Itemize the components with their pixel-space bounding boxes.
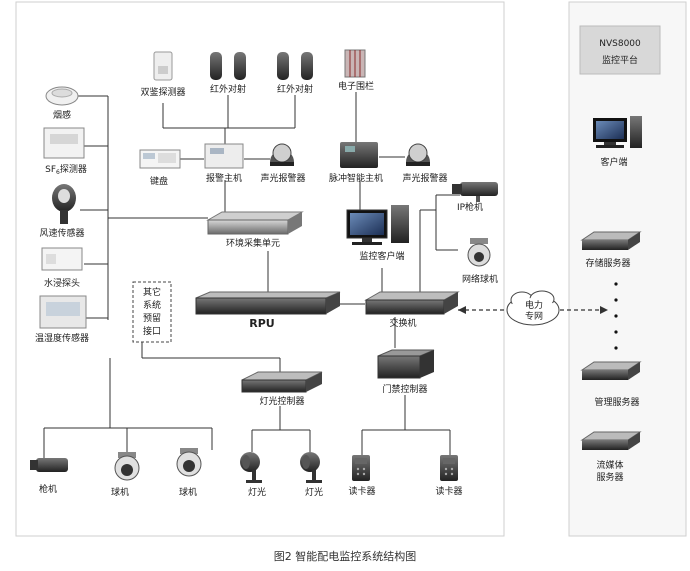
- light-1-icon: [240, 452, 262, 483]
- platform-subtitle: 监控平台: [602, 54, 638, 66]
- stream-media-server-icon: [580, 431, 642, 450]
- monitor-client-label: 监控客户端: [359, 250, 404, 262]
- sf6-detector-label: SF6探测器: [45, 163, 87, 176]
- storage-server-label: 存储服务器: [585, 257, 630, 269]
- water-probe-icon: [41, 247, 83, 271]
- other-system-line-3: 预留: [143, 312, 161, 324]
- temp-humidity-sensor-label: 温湿度传感器: [35, 332, 89, 344]
- siren-2-icon: [406, 143, 430, 166]
- ir-beam-1-label: 红外对射: [210, 83, 246, 95]
- ip-camera-icon: [452, 182, 498, 202]
- client-pc-icon: [593, 116, 642, 148]
- other-system-interface-box: [132, 281, 172, 343]
- temp-humidity-sensor-icon: [39, 295, 87, 329]
- other-system-line-4: 接口: [143, 325, 161, 337]
- smoke-detector-icon: [45, 86, 79, 106]
- rpu-icon: [195, 291, 341, 315]
- connection-lines: [43, 92, 608, 458]
- env-collection-unit-icon: [206, 211, 304, 235]
- light-controller-label: 灯光控制器: [259, 395, 304, 407]
- electronic-fence-icon: [344, 49, 366, 78]
- siren-1-label: 声光报警器: [260, 172, 305, 184]
- smoke-detector-label: 烟感: [53, 109, 71, 121]
- card-reader-1-label: 读卡器: [348, 485, 375, 497]
- power-network-cloud-icon: [506, 290, 560, 326]
- platform-title: NVS8000: [599, 39, 641, 49]
- water-probe-label: 水浸探头: [44, 277, 80, 289]
- electronic-fence-label: 电子围栏: [338, 80, 374, 92]
- platform-title-box: [579, 25, 661, 75]
- ir-beam-2-label: 红外对射: [277, 83, 313, 95]
- sf6-detector-icon: [43, 127, 85, 159]
- light-2-label: 灯光: [305, 486, 323, 498]
- alarm-host-label: 报警主机: [206, 172, 242, 184]
- light-2-icon: [300, 452, 322, 483]
- stream-media-server-label-2: 服务器: [596, 471, 623, 483]
- card-reader-1-icon: [352, 455, 370, 481]
- dome-camera-2-label: 球机: [179, 486, 197, 498]
- pulse-host-icon: [340, 142, 378, 168]
- network-dome-camera-icon: [467, 238, 491, 267]
- access-controller-icon: [377, 349, 435, 379]
- other-system-line-2: 系统: [143, 299, 161, 311]
- figure-caption: 图2 智能配电监控系统结构图: [274, 549, 417, 563]
- power-network-label-1: 电力: [525, 299, 543, 311]
- switch-label: 交换机: [389, 317, 416, 329]
- alarm-host-icon: [204, 143, 244, 169]
- management-server-icon: [580, 361, 642, 380]
- siren-1-icon: [270, 143, 294, 166]
- ip-camera-label: IP枪机: [457, 201, 483, 213]
- stream-media-server-label-1: 流媒体: [596, 459, 623, 471]
- network-dome-camera-label: 网络球机: [462, 273, 498, 285]
- platform-panel: [568, 1, 687, 537]
- ir-beam-2-icon: [277, 52, 313, 80]
- gun-camera-icon: [30, 458, 68, 472]
- wind-sensor-label: 风速传感器: [39, 227, 84, 239]
- keypad-icon: [139, 149, 181, 169]
- gun-camera-label: 枪机: [39, 483, 57, 495]
- other-system-line-1: 其它: [143, 286, 161, 298]
- card-reader-2-icon: [440, 455, 458, 481]
- light-controller-icon: [241, 371, 323, 393]
- wind-sensor-icon: [52, 184, 76, 224]
- power-network-label-2: 专网: [525, 310, 543, 322]
- light-1-label: 灯光: [248, 486, 266, 498]
- dual-detector-icon: [153, 51, 173, 81]
- switch-icon: [364, 291, 460, 315]
- dome-camera-1-icon: [114, 452, 140, 481]
- env-collection-unit-label: 环境采集单元: [226, 237, 280, 249]
- main-frame: [15, 1, 505, 537]
- rpu-label: RPU: [249, 317, 274, 330]
- storage-server-icon: [580, 231, 642, 250]
- client-label: 客户端: [600, 156, 627, 168]
- card-reader-2-label: 读卡器: [435, 485, 462, 497]
- access-controller-label: 门禁控制器: [382, 383, 427, 395]
- dome-camera-1-label: 球机: [111, 486, 129, 498]
- dome-camera-2-icon: [176, 448, 202, 477]
- management-server-label: 管理服务器: [594, 396, 639, 408]
- dual-detector-label: 双鉴探测器: [140, 86, 185, 98]
- keypad-label: 键盘: [150, 175, 168, 187]
- pulse-host-label: 脉冲智能主机: [329, 172, 383, 184]
- siren-2-label: 声光报警器: [402, 172, 447, 184]
- server-ellipsis-dots: [614, 282, 618, 350]
- monitor-client-icon: [346, 205, 409, 245]
- ir-beam-1-icon: [210, 52, 246, 80]
